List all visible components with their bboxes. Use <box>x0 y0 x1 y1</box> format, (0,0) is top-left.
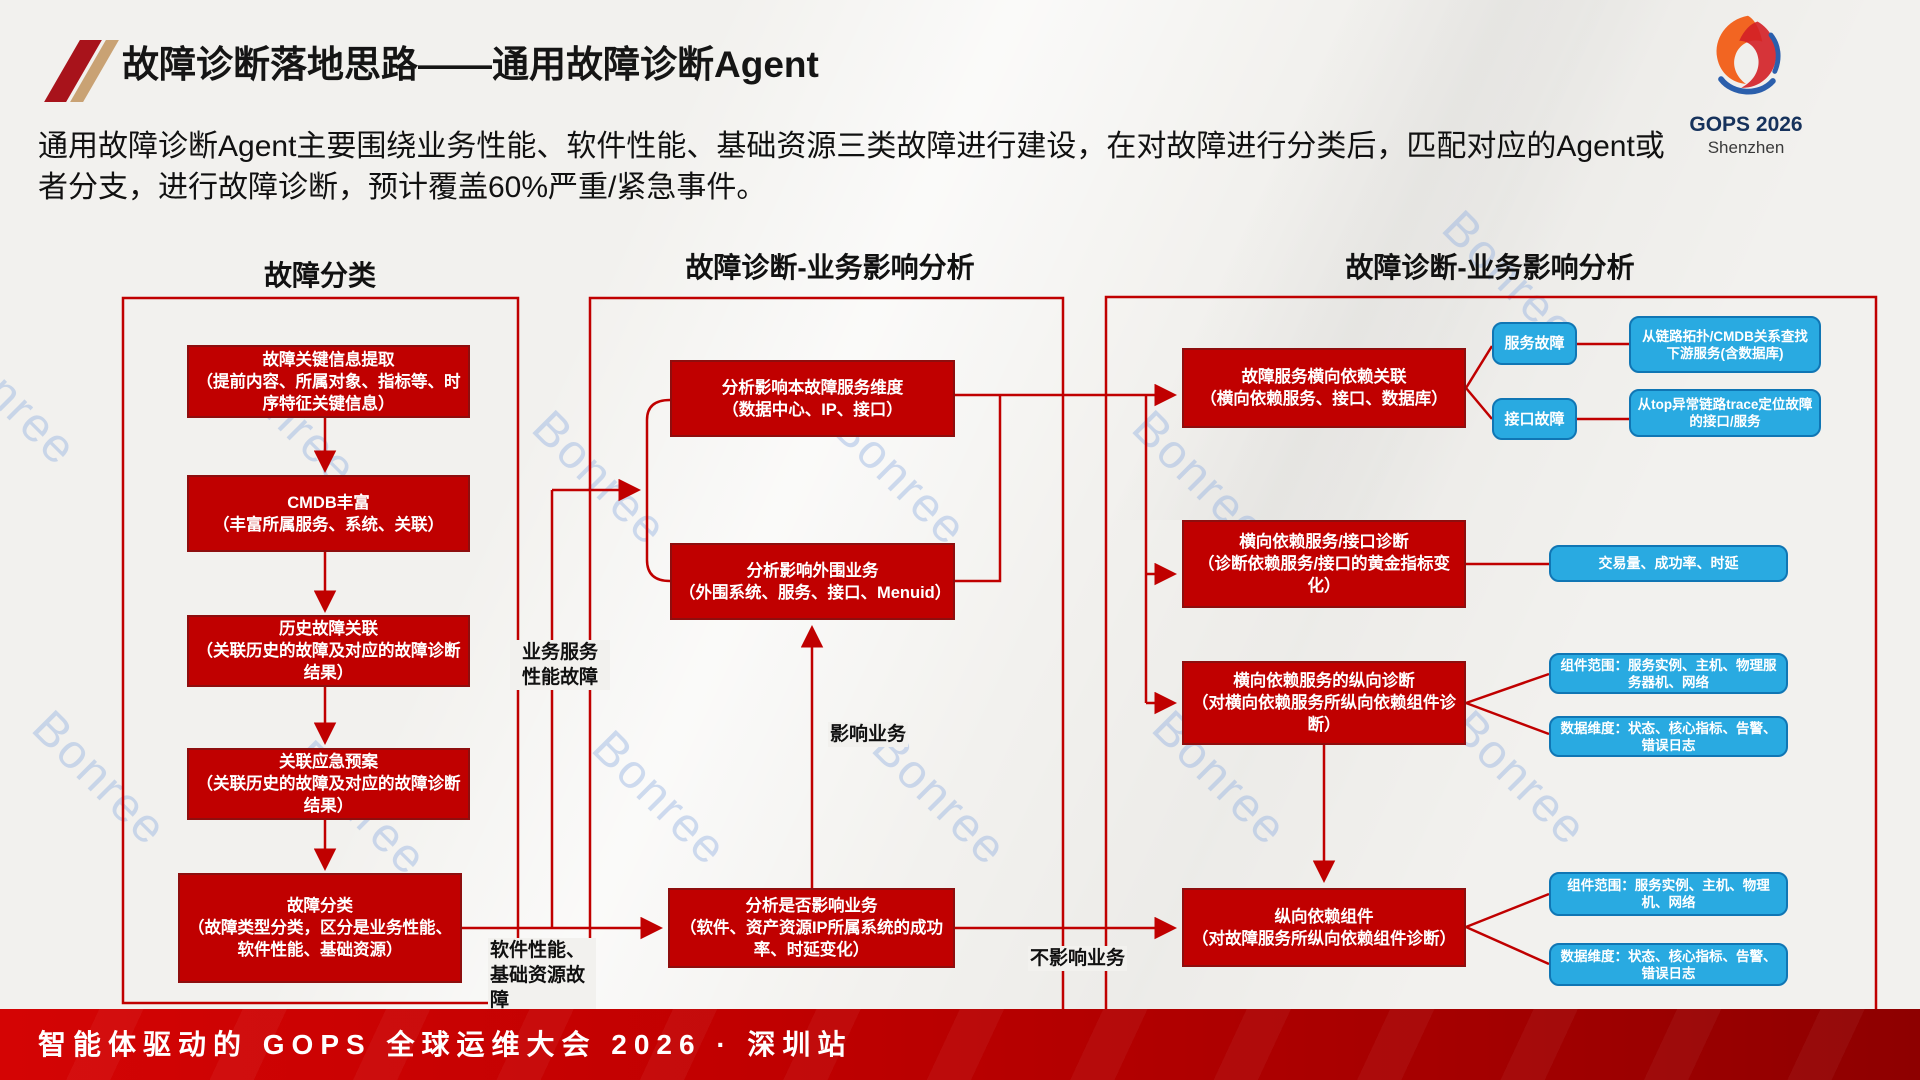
column-title-fault-classification: 故障分类 <box>263 260 376 291</box>
chip-service-fault: 服务故障 <box>1492 322 1577 365</box>
node-horizontal-dependency-association: 故障服务横向依赖关联 （横向依赖服务、接口、数据库） <box>1182 348 1466 428</box>
node-title: 分析影响本故障服务维度 <box>721 378 904 397</box>
node-fault-classification: 故障分类 （故障类型分类，区分是业务性能、软件性能、基础资源） <box>178 873 462 983</box>
footer-banner: 智能体驱动的 GOPS 全球运维大会 2026 · 深圳站 <box>0 1009 1920 1080</box>
label-business-service-performance-fault: 业务服务 性能故障 <box>510 640 610 690</box>
column-title-dependency-analysis: 故障诊断-业务影响分析 <box>1345 252 1635 283</box>
node-history-fault-association: 历史故障关联 （关联历史的故障及对应的故障诊断结果） <box>187 615 470 687</box>
node-title: 故障服务横向依赖关联 <box>1241 368 1407 386</box>
node-analyze-fault-service-dimension: 分析影响本故障服务维度 （数据中心、IP、接口） <box>670 360 955 437</box>
node-analyze-business-impact: 分析是否影响业务 （软件、资产资源IP所属系统的成功率、时延变化） <box>668 888 955 968</box>
node-fault-key-info-extraction: 故障关键信息提取 （提前内容、所属对象、指标等、时序特征关键信息） <box>187 345 470 418</box>
node-desc: （数据中心、IP、接口） <box>722 400 903 419</box>
node-desc: （软件、资产资源IP所属系统的成功率、时延变化） <box>679 919 944 959</box>
chip-component-scope-1: 组件范围：服务实例、主机、物理服务器机、网络 <box>1549 653 1788 694</box>
label-not-affects-business: 不影响业务 <box>1028 946 1128 971</box>
node-title: 纵向依赖组件 <box>1274 907 1374 926</box>
node-desc: （横向依赖服务、接口、数据库） <box>1200 390 1448 408</box>
column-title-business-impact-analysis: 故障诊断-业务影响分析 <box>685 252 975 283</box>
chip-topology-cmdb-downstream: 从链路拓扑/CMDB关系查找下游服务(含数据库) <box>1629 316 1821 373</box>
node-desc: （诊断依赖服务/接口的黄金指标变化） <box>1197 555 1451 595</box>
node-title: 故障分类 <box>287 897 353 915</box>
node-desc: （故障类型分类，区分是业务性能、软件性能、基础资源） <box>188 919 452 959</box>
logo-city: Shenzhen <box>1707 138 1785 157</box>
node-desc: （对横向依赖服务所纵向依赖组件诊断） <box>1192 694 1456 734</box>
node-vertical-diagnosis-of-horizontal-deps: 横向依赖服务的纵向诊断 （对横向依赖服务所纵向依赖组件诊断） <box>1182 661 1466 745</box>
node-desc: （丰富所属服务、系统、关联） <box>213 515 444 534</box>
label-affects-business: 影响业务 <box>828 722 909 747</box>
chip-data-dimension-1: 数据维度：状态、核心指标、告警、错误日志 <box>1549 716 1788 757</box>
node-title: 关联应急预案 <box>279 753 378 771</box>
node-vertical-dependency-components: 纵向依赖组件 （对故障服务所纵向依赖组件诊断） <box>1182 888 1466 967</box>
node-cmdb-enrich: CMDB丰富 （丰富所属服务、系统、关联） <box>187 475 470 552</box>
chip-golden-metrics: 交易量、成功率、时延 <box>1549 545 1788 582</box>
node-emergency-plan-association: 关联应急预案 （关联历史的故障及对应的故障诊断结果） <box>187 748 470 820</box>
gops-logo-icon <box>1716 15 1781 95</box>
chip-data-dimension-2: 数据维度：状态、核心指标、告警、错误日志 <box>1549 943 1788 986</box>
node-title: CMDB丰富 <box>287 493 370 512</box>
node-desc: （外围系统、服务、接口、Menuid） <box>679 583 952 602</box>
node-desc: （关联历史的故障及对应的故障诊断结果） <box>196 642 461 682</box>
chip-interface-fault: 接口故障 <box>1492 398 1577 440</box>
intro-paragraph: 通用故障诊断Agent主要围绕业务性能、软件性能、基础资源三类故障进行建设，在对… <box>38 130 1665 204</box>
node-title: 故障关键信息提取 <box>262 350 395 369</box>
gops-logo: GOPS 2026 Shenzhen <box>1680 10 1812 158</box>
node-desc: （关联历史的故障及对应的故障诊断结果） <box>196 775 461 815</box>
node-title: 横向依赖服务的纵向诊断 <box>1233 672 1415 690</box>
node-title: 横向依赖服务/接口诊断 <box>1239 533 1409 551</box>
node-title: 分析是否影响业务 <box>745 897 878 915</box>
node-title: 历史故障关联 <box>279 620 378 638</box>
logo-name: GOPS 2026 <box>1689 113 1803 136</box>
node-analyze-peripheral-business: 分析影响外围业务 （外围系统、服务、接口、Menuid） <box>670 543 955 620</box>
chip-top-abnormal-trace: 从top异常链路trace定位故障的接口/服务 <box>1629 389 1821 437</box>
footer-banner-text: 智能体驱动的 GOPS 全球运维大会 2026 · 深圳站 <box>38 1029 853 1060</box>
node-title: 分析影响外围业务 <box>746 561 879 580</box>
page-title: 故障诊断落地思路——通用故障诊断Agent <box>122 44 819 85</box>
node-dependency-service-interface-diagnosis: 横向依赖服务/接口诊断 （诊断依赖服务/接口的黄金指标变化） <box>1182 520 1466 608</box>
node-desc: （对故障服务所纵向依赖组件诊断） <box>1192 929 1456 948</box>
node-desc: （提前内容、所属对象、指标等、时序特征关键信息） <box>196 372 461 413</box>
chip-component-scope-2: 组件范围：服务实例、主机、物理机、网络 <box>1549 872 1788 916</box>
label-software-infra-fault: 软件性能、 基础资源故 障 <box>488 938 596 1013</box>
